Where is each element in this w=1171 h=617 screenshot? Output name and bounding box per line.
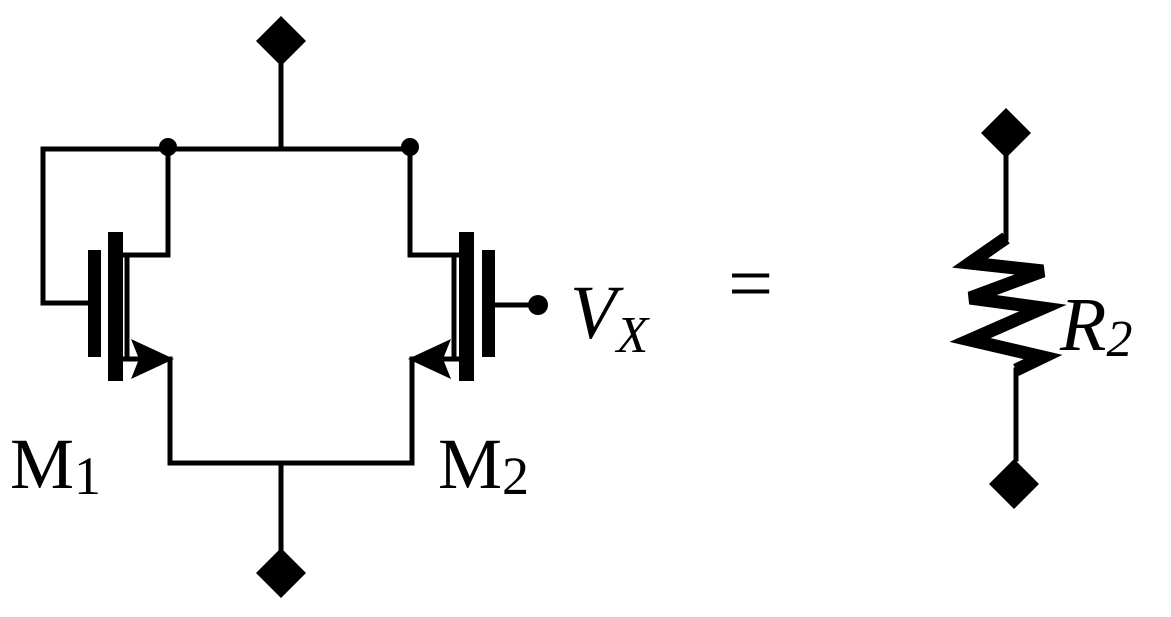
- vx-label: VX: [570, 271, 650, 364]
- equals-sign: =: [728, 240, 773, 328]
- top-terminal[interactable]: [256, 16, 306, 66]
- transistor-m2[interactable]: [407, 146, 539, 381]
- resistor-r2[interactable]: [949, 108, 1067, 509]
- bottom-terminal[interactable]: [256, 548, 306, 598]
- r2-top-terminal[interactable]: [981, 108, 1031, 158]
- m1-gate-plate: [88, 250, 101, 357]
- m1-channel-plate: [108, 232, 123, 381]
- r2-zigzag: [949, 232, 1067, 376]
- r2-label: R2: [1059, 283, 1132, 368]
- vx-input-terminal[interactable]: [528, 295, 548, 315]
- m2-channel-plate: [459, 232, 474, 381]
- m2-source-arrow: [408, 339, 451, 379]
- r2-bottom-terminal[interactable]: [989, 459, 1039, 509]
- m2-gate-plate: [482, 250, 495, 357]
- m2-label: M2: [438, 424, 529, 506]
- m1-source-arrow: [131, 339, 174, 379]
- m1-label: M1: [10, 424, 101, 506]
- transistor-m1[interactable]: [88, 146, 174, 381]
